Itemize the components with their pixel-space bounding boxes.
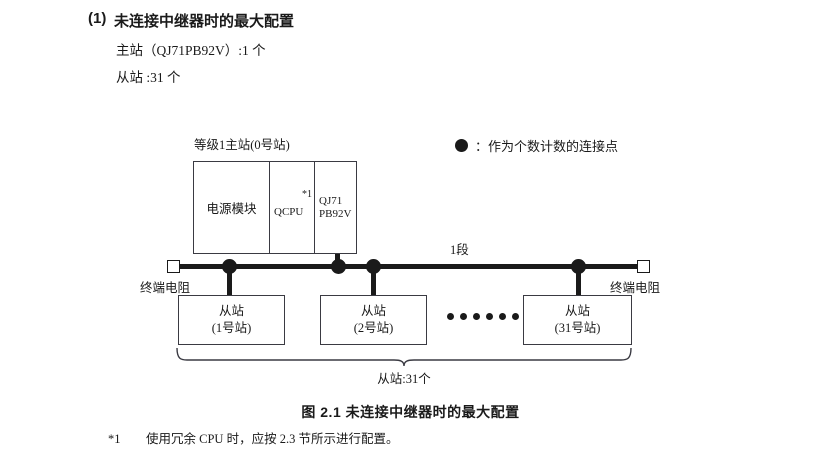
page-title: 未连接中继器时的最大配置 [114, 13, 295, 30]
master-rack: 电源模块 QCPU *1 QJ71 PB92V [193, 161, 357, 254]
slave-total-label: 从站:31个 [377, 372, 431, 386]
slave-ellipsis-icon [447, 313, 519, 320]
ellipsis-dot-icon [486, 313, 493, 320]
slave-station-box: 从站 (31号站) [523, 295, 632, 345]
master-module-cell: QJ71 PB92V [315, 162, 356, 253]
footnote-text: 使用冗余 CPU 时，应按 2.3 节所示进行配置。 [146, 432, 399, 446]
slave-drop-line [576, 266, 581, 296]
ellipsis-dot-icon [447, 313, 454, 320]
slave-station-number: (2号站) [353, 321, 394, 335]
power-module-cell: 电源模块 [194, 162, 270, 253]
slave-station-number: (31号站) [554, 321, 601, 335]
slave-drop-line [371, 266, 376, 296]
slave-station-count: 从站 :31 个 [116, 70, 181, 85]
legend: ：作为个数计数的连接点 [455, 136, 618, 155]
terminator-right-label: 终端电阻 [610, 281, 661, 295]
slave-station-number: (1号站) [211, 321, 252, 335]
bus-connection-node [331, 259, 346, 274]
qcpu-label: QCPU [274, 206, 304, 218]
slave-station-title: 从站 [360, 304, 386, 319]
master-module-label: QJ71 PB92V [319, 194, 352, 220]
terminator-right-icon [637, 260, 650, 273]
footnote-marker: *1 [108, 432, 121, 446]
slave-station-title: 从站 [218, 304, 244, 319]
slave-group-brace [176, 347, 632, 367]
bus-trunk-line [174, 264, 643, 269]
power-module-label: 电源模块 [206, 202, 257, 216]
ellipsis-dot-icon [473, 313, 480, 320]
figure-caption: 图 2.1 未连接中继器时的最大配置 [301, 404, 520, 420]
qcpu-cell: QCPU *1 [270, 162, 315, 253]
master-rack-label: 等级1主站(0号站) [194, 138, 290, 152]
ellipsis-dot-icon [512, 313, 519, 320]
footnote: *1 使用冗余 CPU 时，应按 2.3 节所示进行配置。 [108, 428, 398, 447]
ellipsis-dot-icon [460, 313, 467, 320]
heading-number: (1) [88, 10, 107, 27]
slave-drop-line [227, 266, 232, 296]
master-station-count: 主站（QJ71PB92V）:1 个 [116, 43, 266, 58]
segment-label: 1段 [450, 243, 469, 257]
legend-label: ：作为个数计数的连接点 [475, 139, 619, 154]
qcpu-footnote-marker: *1 [302, 189, 312, 200]
terminator-left-icon [167, 260, 180, 273]
slave-station-box: 从站 (1号站) [178, 295, 285, 345]
slave-station-box: 从站 (2号站) [320, 295, 427, 345]
slave-station-title: 从站 [564, 304, 590, 319]
terminator-left-label: 终端电阻 [140, 281, 191, 295]
ellipsis-dot-icon [499, 313, 506, 320]
connection-point-dot-icon [455, 139, 468, 152]
